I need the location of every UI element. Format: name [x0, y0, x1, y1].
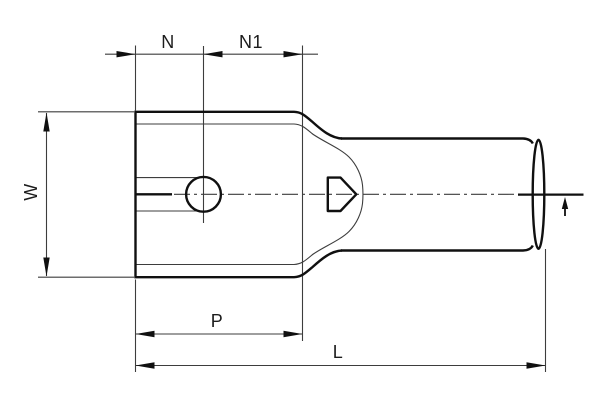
hole-circle: [184, 175, 223, 213]
barrel-bottom-line: [341, 244, 534, 252]
arrow-l-right: [526, 362, 546, 369]
end-detail: [518, 193, 584, 216]
label-n: N: [161, 32, 175, 52]
thin-lines: [38, 45, 547, 372]
arrow-p-right: [283, 330, 303, 338]
label-w: W: [21, 183, 41, 201]
arrow-w-top: [43, 112, 50, 132]
dimension-arrows: [43, 51, 546, 369]
label-n1: N1: [239, 32, 263, 52]
barrel-top-line: [341, 137, 534, 145]
arrow-n-n1-middle: [203, 51, 223, 58]
arrow-n-left: [116, 51, 136, 58]
stop-pentagon: [326, 176, 358, 213]
label-p: P: [211, 311, 224, 331]
label-l: L: [333, 342, 344, 362]
arrow-n1-right: [283, 51, 303, 58]
end-up-arrow: [561, 197, 569, 209]
inner-wall-line: [136, 123, 364, 266]
dimension-labels: N N1 W P L: [21, 32, 343, 362]
arrow-w-bottom: [43, 257, 50, 277]
arrow-l-left: [135, 362, 155, 369]
arrow-p-left: [135, 330, 155, 338]
